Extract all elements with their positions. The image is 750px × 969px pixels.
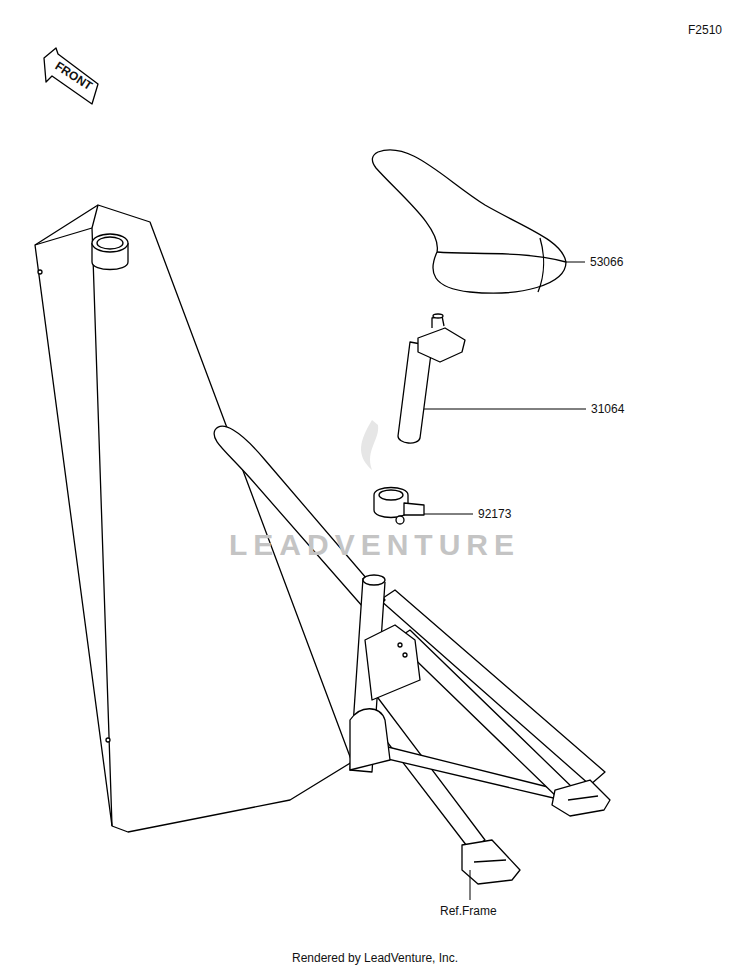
front-arrow xyxy=(44,48,98,104)
leader-line xyxy=(424,514,473,515)
dropout xyxy=(462,840,520,884)
seatpost-clamp-head xyxy=(418,328,465,362)
reference-label: Ref.Frame xyxy=(440,905,497,917)
leader-line xyxy=(424,409,586,410)
seatpost xyxy=(398,342,432,443)
callout-number: 31064 xyxy=(591,403,624,415)
seatpost-bolt-head xyxy=(433,314,443,318)
dropout-slot xyxy=(474,860,506,862)
seat-tube-top xyxy=(363,575,385,585)
watermark-logo xyxy=(361,420,378,470)
clamp-bolt xyxy=(396,516,404,524)
saddle xyxy=(372,150,566,293)
head-tube-bore xyxy=(97,237,123,249)
frame-edge xyxy=(92,205,112,826)
leader-line xyxy=(470,870,471,900)
gusset-hole xyxy=(403,653,407,657)
gusset-hole xyxy=(398,643,402,647)
callout-number: 53066 xyxy=(590,256,623,268)
watermark: LEADVENTURE xyxy=(229,530,520,560)
head-tube-top xyxy=(92,234,128,252)
saddle-seam xyxy=(538,238,544,292)
saddle-seam xyxy=(437,252,566,262)
seatstay-right xyxy=(395,630,575,800)
dropout xyxy=(552,780,610,816)
frame-bolt xyxy=(106,738,110,742)
seat-clamp xyxy=(374,488,408,518)
top-tube xyxy=(214,426,385,615)
leader-line xyxy=(566,262,585,263)
frame-bolt xyxy=(38,270,42,274)
clamp-tab xyxy=(404,503,424,515)
figure-number: F2510 xyxy=(688,24,722,36)
seat-clamp-bore xyxy=(379,490,403,500)
frame-edge xyxy=(35,228,92,245)
dropout-slot xyxy=(568,796,598,800)
gusset xyxy=(365,625,420,700)
callout-number: 92173 xyxy=(478,508,511,520)
credit-text: Rendered by LeadVenture, Inc. xyxy=(292,952,458,964)
bottom-bracket xyxy=(350,709,390,770)
